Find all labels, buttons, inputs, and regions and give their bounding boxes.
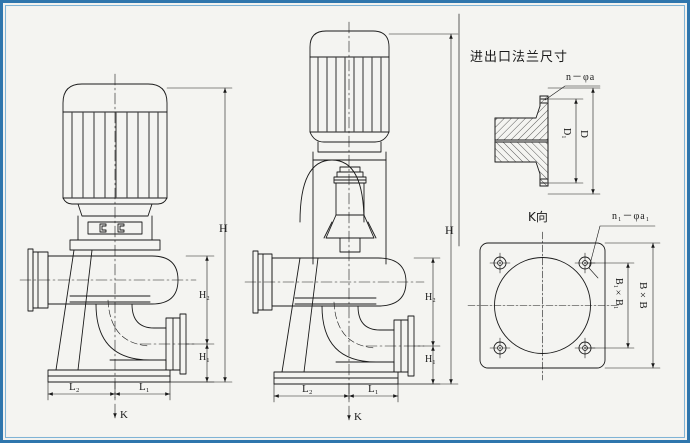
side-view-dimensions [47,87,233,419]
flange-D-label: D [578,130,590,138]
side-view-L2-label: L₂ [69,381,80,393]
base-B1-label: B₁×B₁ [613,278,624,310]
front-view-H2-label: H₂ [425,292,436,303]
flange-detail-geometry [494,95,549,187]
side-view-centerlines [19,73,197,399]
k-view-title: K向 [528,210,548,224]
base-B-label: B×B [637,282,649,309]
flange-detail-dimensions [544,85,601,195]
side-view-L1-label: L₁ [139,381,150,393]
side-view-hidden-lines [107,299,151,347]
front-view-dimensions [273,33,459,421]
front-view-L1-label: L₁ [368,383,379,395]
front-view-H1-label: H₁ [425,354,436,365]
front-view-K-arrow-label: K [354,411,362,423]
front-view-H-label: H [445,223,454,237]
front-view-L2-label: L₂ [302,383,313,395]
base-bolt-callout: n₁－φa₁ [612,211,651,222]
k-view-centerlines [467,231,618,381]
side-view-K-arrow-label: K [120,409,128,421]
k-view-dimensions [584,225,661,369]
side-view-H-label: H [219,221,228,235]
front-view-centerlines [244,21,425,401]
flange-detail-title: 进出口法兰尺寸 [470,50,569,65]
front-view-hidden-lines [333,301,377,349]
front-view-geometry [252,30,415,385]
flange-bolt-callout: n－φa [566,72,596,83]
side-view-H2-label: H₂ [199,290,210,301]
flange-D1-label: D₁ [561,128,572,139]
side-view-geometry [27,83,187,383]
side-view-H1-label: H₁ [199,352,210,363]
